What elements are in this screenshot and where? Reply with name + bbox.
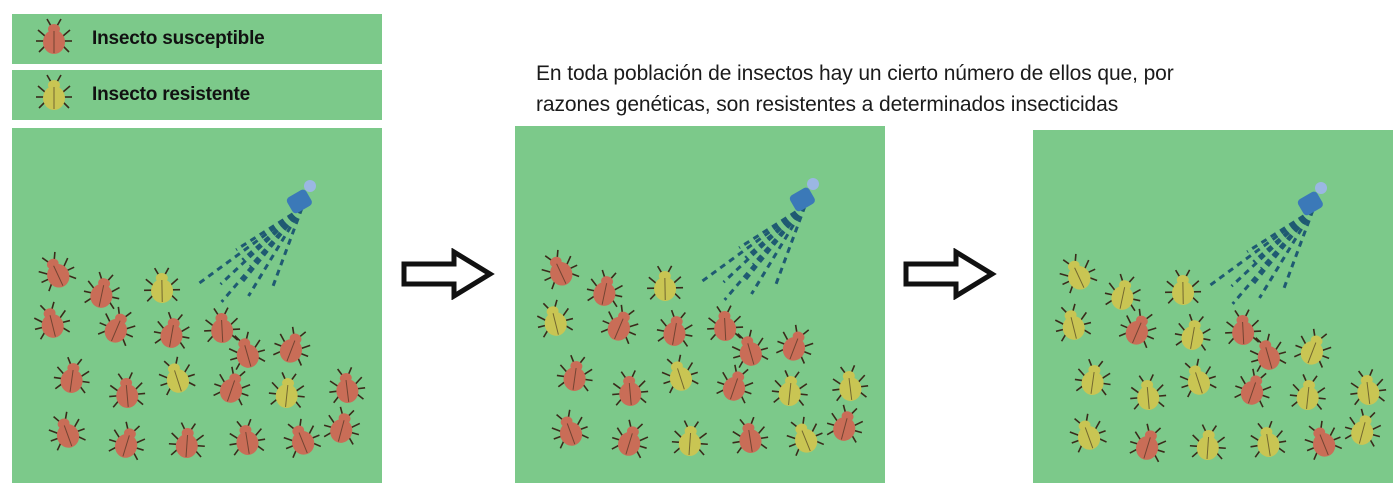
susceptible-insect-icon	[209, 362, 257, 409]
resistant-insect-icon	[1171, 311, 1215, 354]
resistant-insect-icon	[1287, 372, 1329, 413]
susceptible-insect-icon	[822, 401, 869, 446]
susceptible-insect-icon	[28, 298, 74, 343]
resistant-insect-icon	[655, 350, 703, 397]
susceptible-insect-icon	[1114, 303, 1164, 352]
susceptible-insect-icon	[772, 320, 820, 368]
insect-field	[28, 180, 368, 464]
susceptible-insect-icon	[35, 18, 73, 55]
arrow-right-icon	[401, 248, 495, 300]
susceptible-insect-icon	[1230, 364, 1278, 411]
arrow-right-icon	[903, 248, 997, 300]
resistant-insect-icon	[266, 370, 308, 411]
susceptible-insect-icon	[545, 405, 593, 453]
resistant-insect-icon	[1049, 300, 1095, 345]
sprayer-icon	[1206, 182, 1327, 305]
susceptible-insect-icon	[596, 299, 646, 348]
susceptible-insect-icon	[728, 414, 771, 457]
resistant-insect-icon	[1101, 270, 1146, 315]
sprayer-icon	[698, 178, 819, 301]
caption-line-1: En toda población de insectos hay un cie…	[536, 62, 1174, 85]
susceptible-insect-icon	[42, 407, 90, 455]
susceptible-insect-icon	[93, 301, 143, 350]
susceptible-insect-icon	[1223, 308, 1263, 347]
resistant-insect-icon	[531, 296, 577, 341]
resistant-insect-icon	[670, 418, 711, 459]
resistant-insect-icon	[1163, 268, 1203, 307]
susceptible-insect-icon	[607, 415, 654, 462]
caption: En toda población de insectos hay un cie…	[536, 58, 1376, 120]
resistant-insect-icon	[1127, 372, 1169, 413]
susceptible-insect-icon	[225, 416, 268, 459]
resistant-insect-icon	[780, 411, 829, 460]
insect-field	[531, 178, 871, 462]
resistant-insect-icon	[645, 264, 685, 303]
susceptible-insect-icon	[106, 370, 148, 411]
susceptible-insect-icon	[104, 417, 151, 464]
legend-susceptible: Insecto susceptible	[12, 14, 382, 64]
susceptible-insect-icon	[705, 304, 745, 343]
resistant-insect-icon	[1173, 354, 1221, 401]
resistant-insect-icon	[1340, 405, 1387, 450]
susceptible-insect-icon	[31, 246, 81, 296]
panel-after-first-spray	[515, 126, 885, 483]
susceptible-insect-icon	[1125, 419, 1172, 466]
susceptible-insect-icon	[277, 413, 326, 462]
resistant-insect-icon	[1072, 356, 1115, 399]
resistant-insect-icon	[1290, 324, 1338, 372]
susceptible-insect-icon	[583, 266, 628, 311]
susceptible-insect-icon	[712, 360, 760, 407]
susceptible-insect-icon	[319, 403, 366, 448]
insect-field	[1049, 182, 1389, 466]
resistant-insect-icon	[1063, 409, 1111, 457]
legend-resistant: Insecto resistente	[12, 70, 382, 120]
resistant-insect-icon	[152, 352, 200, 399]
susceptible-insect-icon	[554, 352, 597, 395]
susceptible-insect-icon	[534, 244, 584, 294]
susceptible-insect-icon	[609, 368, 651, 409]
resistant-insect-icon	[769, 368, 811, 409]
susceptible-insect-icon	[325, 365, 368, 406]
susceptible-insect-icon	[269, 322, 317, 370]
resistant-insect-icon	[828, 363, 871, 404]
resistant-insect-icon	[1188, 422, 1229, 463]
legend-resistant-label: Insecto resistente	[92, 84, 250, 105]
susceptible-insect-icon	[51, 354, 94, 397]
resistant-insect-icon	[1246, 418, 1289, 461]
sprayer-icon	[195, 180, 316, 303]
susceptible-insect-icon	[167, 420, 208, 461]
susceptible-insect-icon	[80, 268, 125, 313]
resistant-insect-icon	[1052, 248, 1102, 298]
resistant-insect-icon	[142, 266, 182, 305]
susceptible-insect-icon	[653, 307, 697, 350]
susceptible-insect-icon	[1298, 415, 1347, 464]
resistant-insect-icon	[1346, 367, 1389, 408]
caption-line-2: razones genéticas, son resistentes a det…	[536, 93, 1119, 116]
susceptible-insect-icon	[150, 309, 194, 352]
panel-after-second-spray	[1033, 130, 1393, 483]
resistant-insect-icon	[35, 74, 73, 111]
legend-susceptible-label: Insecto susceptible	[92, 28, 265, 49]
susceptible-insect-icon	[202, 306, 242, 345]
panel-initial-population	[12, 128, 382, 483]
